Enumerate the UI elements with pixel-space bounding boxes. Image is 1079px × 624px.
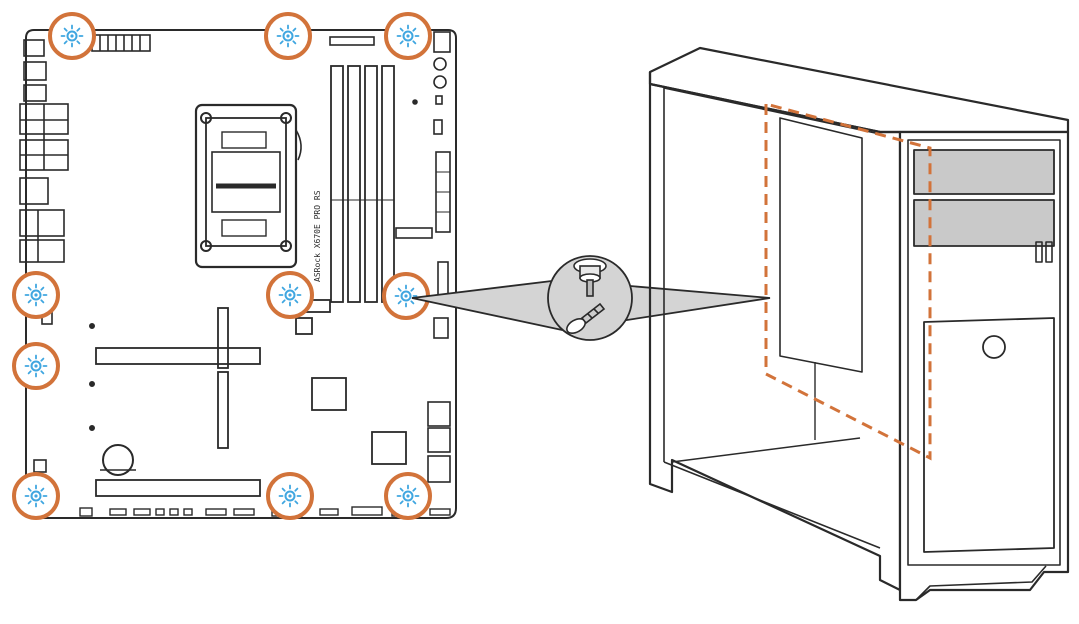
case-top <box>648 46 1070 134</box>
board-model-label: ASRock X670E PRO RS <box>313 190 322 282</box>
standoff-hole-icon <box>24 484 48 508</box>
standoff-hole-icon <box>278 484 302 508</box>
standoff-icon <box>573 258 607 297</box>
rear-io-ports <box>19 39 69 263</box>
drive-bay-2 <box>913 199 1055 247</box>
screw-callout <box>411 255 771 341</box>
standoff-marker <box>266 472 314 520</box>
board-outline <box>25 29 457 519</box>
standoff-marker <box>384 472 432 520</box>
case-interior <box>779 117 863 373</box>
standoff-marker <box>12 271 60 319</box>
front-usb-2 <box>1045 241 1053 263</box>
power-button <box>982 335 1006 359</box>
standoff-hole-icon <box>396 24 420 48</box>
standoff-markers <box>12 12 432 520</box>
standoff-hole-icon <box>276 24 300 48</box>
case-feet <box>915 565 1047 601</box>
drive-bay-1 <box>913 149 1055 195</box>
right-edge-ports <box>427 401 451 483</box>
callout-circle <box>547 255 633 341</box>
top-right-headers <box>329 31 451 135</box>
cmos-battery <box>102 444 134 476</box>
case-front-door <box>923 317 1055 553</box>
front-usb-1 <box>1035 241 1043 263</box>
standoff-marker <box>12 342 60 390</box>
standoff-hole-icon <box>24 354 48 378</box>
case-front-panel <box>898 130 1070 602</box>
chip-2 <box>371 431 407 465</box>
case-side-frame <box>648 72 902 592</box>
standoff-hole-icon <box>24 283 48 307</box>
standoff-marker <box>266 271 314 319</box>
standoff-marker <box>384 12 432 60</box>
standoff-marker <box>264 12 312 60</box>
standoff-hole-icon <box>394 284 418 308</box>
standoff-hole-icon <box>60 24 84 48</box>
standoff-marker <box>48 12 96 60</box>
standoff-hole-icon <box>278 283 302 307</box>
pc-case <box>648 46 1070 602</box>
chipset <box>311 377 347 411</box>
motherboard-tray-outline <box>764 102 932 461</box>
pcie-slots <box>95 299 331 497</box>
cpu-socket <box>194 103 302 269</box>
standoff-marker <box>12 472 60 520</box>
usb-header <box>395 227 433 239</box>
motherboard: ASRock X670E PRO RS <box>19 29 457 519</box>
sata-port <box>433 317 449 339</box>
screw-icon <box>566 302 606 335</box>
standoff-hole-icon <box>396 484 420 508</box>
